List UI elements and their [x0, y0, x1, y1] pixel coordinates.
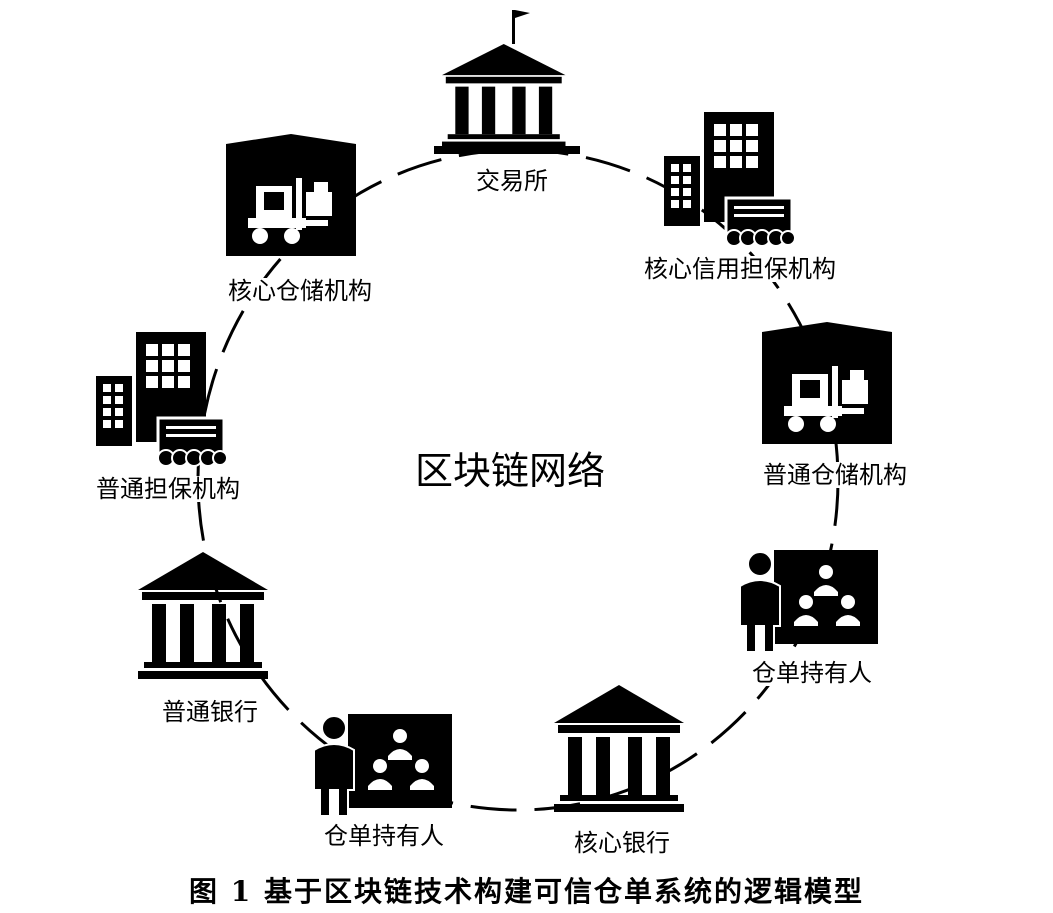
exchange-icon [434, 10, 580, 154]
core-credit-guarantor-icon [662, 110, 797, 248]
blockchain-network-label: 区块链网络 [414, 449, 606, 493]
figure-caption: 图 1 基于区块链技术构建可信仓单系统的逻辑模型 [189, 875, 864, 908]
label-core-warehouse: 核心仓储机构 [226, 277, 374, 305]
core-warehouse-icon [226, 134, 356, 256]
label-core-credit-guarantor: 核心信用担保机构 [642, 255, 838, 283]
label-general-guarantor: 普通担保机构 [94, 475, 242, 503]
label-core-bank: 核心银行 [572, 829, 672, 857]
label-exchange: 交易所 [474, 167, 550, 195]
label-receipt-holder-right: 仓单持有人 [750, 659, 874, 687]
label-general-warehouse: 普通仓储机构 [761, 461, 909, 489]
receipt-holder-right-icon [739, 549, 879, 653]
receipt-holder-left-icon [313, 713, 453, 817]
general-bank-icon [138, 552, 268, 679]
label-general-bank: 普通银行 [160, 698, 260, 726]
label-receipt-holder-left: 仓单持有人 [322, 822, 446, 850]
general-warehouse-icon [762, 322, 892, 444]
